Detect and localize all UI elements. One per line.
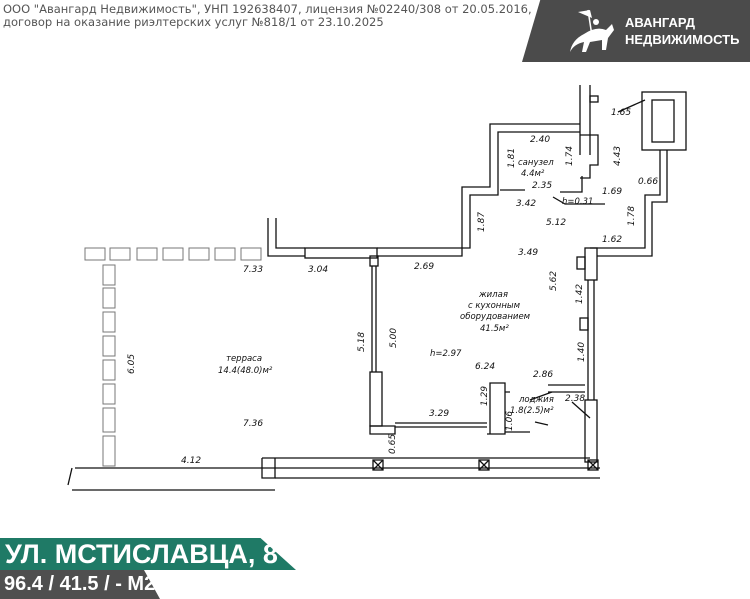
living-label-1: жилая xyxy=(478,290,508,300)
dim: 1.40 xyxy=(577,342,587,362)
terrace-railing xyxy=(84,247,262,467)
dim: 5.62 xyxy=(549,271,559,291)
dim: 1.62 xyxy=(602,235,622,245)
dim: 3.29 xyxy=(429,409,449,419)
dim: 1.87 xyxy=(477,212,487,232)
dim: 1.06 xyxy=(505,411,515,431)
dim: 1.81 xyxy=(507,148,517,168)
legal-line-2: договор на оказание риэлтерских услуг №8… xyxy=(3,15,384,29)
area-banner xyxy=(0,570,160,599)
dim: 4.43 xyxy=(613,146,623,166)
dim: 2.40 xyxy=(530,135,550,145)
dim: 2.38 xyxy=(565,394,585,404)
loggia-area: 1.8(2.5)м² xyxy=(510,406,554,416)
logo-text: АВАНГАРД НЕДВИЖИМОСТЬ xyxy=(625,14,739,48)
address: УЛ. МСТИСЛАВЦА, 8 xyxy=(5,539,278,569)
dim: 1.78 xyxy=(627,206,637,226)
living-area: 41.5м² xyxy=(480,324,509,334)
dim: 2.35 xyxy=(532,181,552,191)
knight-on-horse-icon xyxy=(570,9,614,52)
room-labels: санузел 4.4м² h=0.31 жилая с кухонным об… xyxy=(218,158,593,416)
dim: 5.18 xyxy=(357,332,367,352)
terrace-label: терраса xyxy=(226,354,262,364)
dim: 2.69 xyxy=(414,262,434,272)
dim: 2.86 xyxy=(533,370,553,380)
loggia-label: лоджия xyxy=(518,395,554,405)
terrace-area: 14.4(48.0)м² xyxy=(218,366,273,376)
dim: 1.29 xyxy=(480,386,490,406)
logo-banner xyxy=(522,0,750,62)
logo-line-1: АВАНГАРД xyxy=(625,15,695,30)
bathroom-label: санузел xyxy=(518,158,554,168)
dimensions: 2.40 1.81 1.74 2.35 3.42 1.69 4.43 1.65 … xyxy=(127,108,658,466)
dim: 5.12 xyxy=(546,218,566,228)
legal-info: ООО "Авангард Недвижимость", УНП 1926384… xyxy=(3,3,532,29)
ceiling-height: h=2.97 xyxy=(430,349,462,359)
dim: 1.42 xyxy=(575,284,585,304)
dim: 3.49 xyxy=(518,248,538,258)
dim: 1.69 xyxy=(602,187,622,197)
dim: 3.42 xyxy=(516,199,536,209)
dim: 1.65 xyxy=(611,108,631,118)
logo-line-2: НЕДВИЖИМОСТЬ xyxy=(625,32,740,47)
area-summary: 96.4 / 41.5 / - М2 xyxy=(4,573,156,595)
living-label-3: оборудованием xyxy=(460,312,531,322)
dim: 5.00 xyxy=(389,328,399,348)
dim: 4.12 xyxy=(181,456,201,466)
window xyxy=(304,247,378,259)
living-label-2: с кухонным xyxy=(468,301,521,311)
dim: 0.65 xyxy=(388,434,398,454)
dim: 7.36 xyxy=(243,419,263,429)
bathroom-area: 4.4м² xyxy=(521,169,545,179)
step-height: h=0.31 xyxy=(562,197,593,207)
dim: 6.24 xyxy=(475,362,495,372)
dim: 3.04 xyxy=(308,265,328,275)
legal-line-1: ООО "Авангард Недвижимость", УНП 1926384… xyxy=(3,2,532,16)
dim: 7.33 xyxy=(243,265,263,275)
dim: 6.05 xyxy=(127,354,137,374)
address-banner xyxy=(0,538,296,570)
dim: 1.74 xyxy=(565,146,575,166)
dim: 0.66 xyxy=(638,177,658,187)
walls xyxy=(67,85,687,491)
